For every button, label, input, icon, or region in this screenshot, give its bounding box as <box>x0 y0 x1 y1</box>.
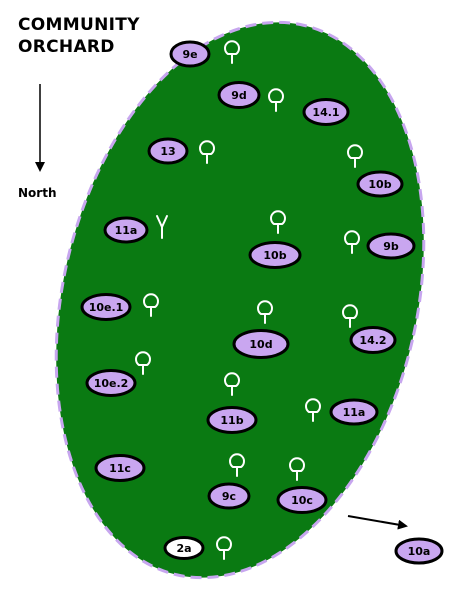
trees-layer <box>135 40 363 560</box>
plot-label: 10e.2 <box>94 377 129 390</box>
tree-icon <box>216 536 232 560</box>
plot-marker[interactable]: 9c <box>207 482 251 510</box>
tree-icon <box>347 144 363 168</box>
plot-label: 9b <box>383 240 399 253</box>
plot-label: 9e <box>182 48 197 61</box>
plot-shape <box>147 137 189 165</box>
plot-shape <box>302 98 350 126</box>
plot-shape <box>276 486 328 514</box>
plot-marker[interactable]: 11a <box>103 216 149 244</box>
tree-icon <box>135 351 151 375</box>
plot-label: 11c <box>109 462 131 475</box>
plot-label: 10a <box>408 545 431 558</box>
plot-shape <box>85 369 137 397</box>
plot-shape <box>80 293 132 321</box>
plot-shape <box>207 482 251 510</box>
plot-shape <box>329 398 379 426</box>
plot-marker[interactable]: 13 <box>147 137 189 165</box>
orchard-field <box>54 20 426 580</box>
tree-icon <box>229 453 245 477</box>
north-label: North <box>18 186 57 200</box>
plot-shape <box>163 536 205 560</box>
plot-label: 10e.1 <box>89 301 124 314</box>
plot-label: 10b <box>263 249 286 262</box>
plot-marker[interactable]: 10e.2 <box>85 369 137 397</box>
tree-icon <box>305 398 321 422</box>
tree-icon <box>224 372 240 396</box>
tree-icon <box>342 304 358 328</box>
plot-shape <box>103 216 149 244</box>
plot-label: 2a <box>176 542 191 555</box>
tree-icon <box>344 230 360 254</box>
plot-shape <box>248 241 302 269</box>
plot-marker[interactable]: 9b <box>366 232 416 260</box>
plot-shape <box>349 326 397 354</box>
plot-marker[interactable]: 9e <box>169 40 211 68</box>
plot-marker[interactable]: 2a <box>163 536 205 560</box>
map-title-line1: COMMUNITY <box>18 15 140 35</box>
plot-shape <box>232 329 290 359</box>
plot-marker[interactable]: 9d <box>217 81 261 109</box>
plot-marker[interactable]: 14.1 <box>302 98 350 126</box>
plot-marker[interactable]: 11b <box>206 406 258 434</box>
sapling-icon <box>156 215 168 239</box>
map-title-line2: ORCHARD <box>18 37 115 57</box>
plot-label: 13 <box>160 145 175 158</box>
plot-marker[interactable]: 10c <box>276 486 328 514</box>
plot-label: 11b <box>220 414 243 427</box>
plot-shape <box>356 170 404 198</box>
plots-layer: 9e 9d 14.1 13 10b 11a 10b 9b 10e.1 10d 14.2 10e.2 11… <box>80 40 444 565</box>
plot-shape <box>217 81 261 109</box>
plot-label: 11a <box>115 224 138 237</box>
tree-icon <box>199 140 215 164</box>
plot-marker[interactable]: 10a <box>394 537 444 565</box>
plot-label: 10d <box>249 338 272 351</box>
tree-icon <box>270 210 286 234</box>
plot-marker[interactable]: 10b <box>356 170 404 198</box>
plot-label: 10b <box>368 178 391 191</box>
tree-icon <box>289 457 305 481</box>
plot-shape <box>394 537 444 565</box>
plot-shape <box>169 40 211 68</box>
plot-label: 9c <box>222 490 236 503</box>
plot-marker[interactable]: 10b <box>248 241 302 269</box>
tree-icon <box>224 40 240 64</box>
plot-label: 10c <box>291 494 313 507</box>
plot-marker[interactable]: 10e.1 <box>80 293 132 321</box>
plot-label: 11a <box>343 406 366 419</box>
plot-marker[interactable]: 11c <box>94 454 146 482</box>
plot-label: 9d <box>231 89 247 102</box>
tree-icon <box>257 300 273 324</box>
arrow-right-icon <box>347 515 408 530</box>
plot-shape <box>94 454 146 482</box>
tree-icon <box>143 293 159 317</box>
map-title: COMMUNITY ORCHARD <box>18 14 140 58</box>
tree-icon <box>268 88 284 112</box>
plot-shape <box>366 232 416 260</box>
plot-marker[interactable]: 14.2 <box>349 326 397 354</box>
plot-marker[interactable]: 10d <box>232 329 290 359</box>
plot-marker[interactable]: 11a <box>329 398 379 426</box>
plot-shape <box>206 406 258 434</box>
plot-label: 14.1 <box>312 106 339 119</box>
plot-label: 14.2 <box>359 334 386 347</box>
